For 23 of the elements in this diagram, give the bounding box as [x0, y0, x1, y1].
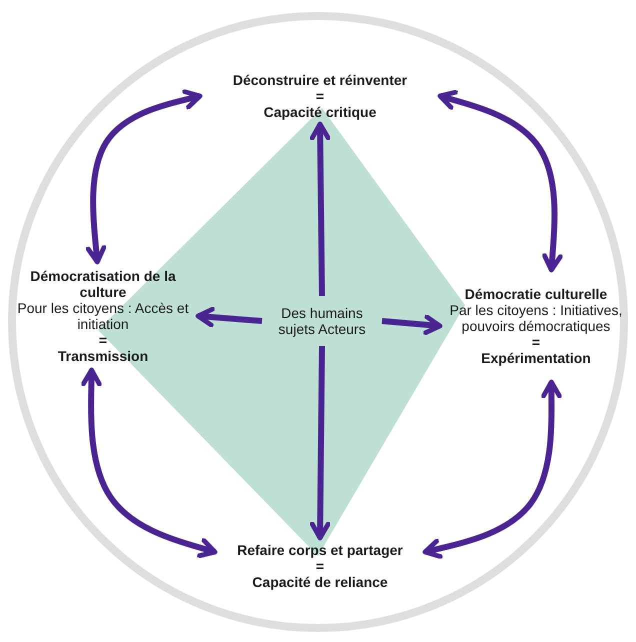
node-text: Des humains sujets Acteurs — [277, 305, 367, 337]
arrow — [86, 89, 202, 264]
node-heading: Expérimentation — [481, 350, 591, 366]
node-heading: Transmission — [58, 348, 148, 364]
node-heading: = — [316, 558, 324, 574]
arrow — [422, 380, 562, 559]
arrow — [80, 368, 218, 558]
arrow — [310, 346, 331, 540]
node-text: Par les citoyens : Initiatives, pouvoirs démocratiques — [448, 302, 624, 334]
arrow — [196, 306, 262, 328]
node-heading: = — [98, 332, 108, 348]
arrow — [438, 90, 563, 272]
node-heading: Déconstruire et réinventer — [232, 72, 408, 88]
node-heading: Capacité critique — [264, 104, 376, 120]
node-text: Pour les citoyens : Accès et initiation — [16, 300, 190, 332]
node-heading: Refaire corps et partager — [237, 542, 403, 558]
node-heading: Démocratie culturelle — [464, 286, 608, 302]
node-heading: Démocratisation de la culture — [29, 268, 177, 300]
node-heading: Capacité de reliance — [252, 574, 388, 590]
node-heading: = — [316, 88, 324, 104]
arrow — [382, 314, 442, 336]
arrow — [310, 122, 331, 296]
node-heading: = — [532, 334, 540, 350]
